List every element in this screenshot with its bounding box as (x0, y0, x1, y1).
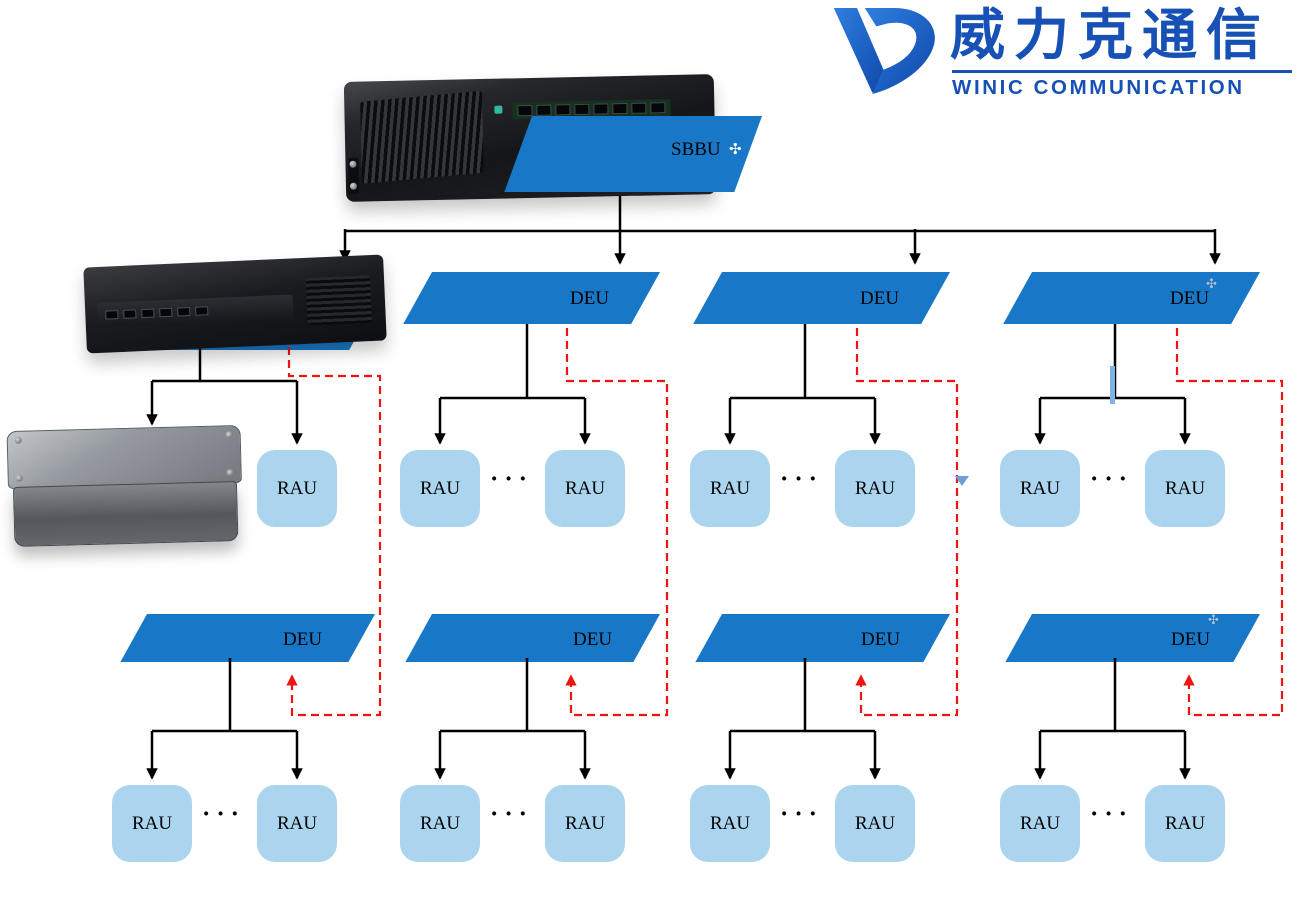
device-base (12, 481, 239, 547)
device-lid (6, 424, 242, 490)
sbbu-label: SBBU (671, 139, 721, 160)
brand-logo: 威力克通信 WINIC COMMUNICATION (828, 4, 1298, 102)
rau-device-photo (6, 424, 243, 549)
device-port (105, 309, 119, 320)
device-port (195, 305, 209, 316)
deu-label: DEU (860, 288, 900, 309)
rau-node: RAU (690, 785, 770, 862)
winic-logo-icon (833, 7, 935, 94)
rau-node: RAU (835, 785, 915, 862)
cascade-links (286, 328, 1284, 717)
device-led (494, 105, 503, 114)
device-port (141, 308, 155, 318)
device-vent-grid (360, 90, 484, 184)
rau-node: RAU (400, 450, 480, 527)
rau-node: RAU (690, 450, 770, 527)
ellipsis: ··· (1090, 466, 1134, 493)
logo-divider (952, 70, 1292, 73)
rau-node: RAU (257, 785, 337, 862)
decor-star-faint: ✣ (1206, 276, 1217, 291)
fiber-links (146, 186, 1221, 780)
rau-node: RAU (1000, 450, 1080, 527)
ellipsis: ··· (780, 466, 824, 493)
rau-node: RAU (545, 785, 625, 862)
device-port (574, 103, 590, 116)
device-port (631, 102, 647, 114)
artifact-blue-triangle (955, 476, 969, 486)
deu-label: DEU (1170, 288, 1210, 309)
device-port (123, 308, 137, 319)
screw (349, 160, 357, 168)
ellipsis: ··· (780, 801, 824, 828)
rau-node: RAU (400, 785, 480, 862)
device-port (650, 102, 666, 114)
rau-node: RAU (112, 785, 192, 862)
device-port (517, 104, 533, 117)
company-name-cn: 威力克通信 (950, 4, 1271, 66)
artifact-blue-mark (1110, 366, 1115, 404)
device-port-row (96, 294, 294, 328)
device-port (177, 306, 191, 317)
ellipsis: ··· (490, 466, 534, 493)
rau-node: RAU (1145, 785, 1225, 862)
deu-label: DEU (861, 629, 901, 650)
rau-node: RAU (545, 450, 625, 527)
device-port (536, 104, 552, 116)
rau-node: RAU (1000, 785, 1080, 862)
deu-label: DEU (573, 629, 613, 650)
device-port (555, 104, 571, 116)
decor-star-faint: ✣ (1208, 612, 1219, 627)
ellipsis: ··· (202, 801, 246, 828)
device-vent-grid (305, 275, 372, 326)
company-name-en: WINIC COMMUNICATION (952, 76, 1245, 99)
deu-device-photo (83, 254, 387, 354)
device-port (612, 102, 628, 115)
device-port (593, 103, 609, 115)
deu-label: DEU (570, 288, 610, 309)
device-port (159, 307, 173, 317)
deu-label: DEU (283, 629, 323, 650)
sbbu-unit (504, 116, 762, 192)
rau-node: RAU (835, 450, 915, 527)
sbbu-star-icon: ✣ (729, 142, 742, 158)
rau-node: RAU (1145, 450, 1225, 527)
deu-label: DEU (1171, 629, 1211, 650)
ellipsis: ··· (1090, 801, 1134, 828)
rau-node: RAU (257, 450, 337, 527)
ellipsis: ··· (490, 801, 534, 828)
